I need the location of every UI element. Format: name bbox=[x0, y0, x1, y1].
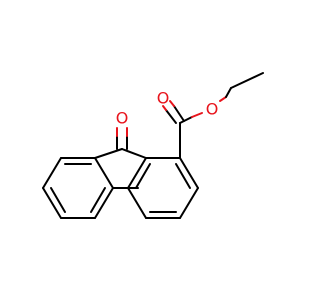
bond bbox=[230, 72, 264, 89]
ketone-group: O bbox=[116, 109, 129, 150]
ester-oxygen-label: O bbox=[206, 100, 219, 119]
carbonyl-oxygen-label: O bbox=[157, 89, 170, 108]
bond bbox=[94, 148, 123, 159]
five-membered-ring bbox=[94, 148, 147, 189]
bond bbox=[127, 187, 147, 219]
left-benzene-ring bbox=[42, 157, 114, 219]
double-bond-inner bbox=[175, 163, 191, 189]
bond bbox=[179, 187, 199, 219]
ketone-oxygen-label: O bbox=[116, 109, 129, 128]
bond bbox=[173, 105, 185, 122]
bond bbox=[179, 157, 199, 189]
bond bbox=[165, 109, 177, 124]
double-bond-inner bbox=[90, 187, 106, 213]
bond bbox=[127, 157, 147, 189]
bond bbox=[121, 148, 147, 159]
bond bbox=[225, 87, 232, 98]
bond bbox=[42, 157, 62, 189]
bond bbox=[219, 96, 227, 102]
bond bbox=[94, 187, 114, 219]
bond bbox=[94, 157, 114, 189]
bond bbox=[42, 187, 62, 219]
double-bond-inner bbox=[50, 187, 66, 213]
bond bbox=[191, 112, 203, 118]
structure-canvas: O O O bbox=[42, 72, 264, 219]
double-bond-inner bbox=[135, 163, 151, 189]
ester-group: O O bbox=[157, 72, 264, 159]
bond bbox=[162, 105, 167, 111]
right-benzene-ring bbox=[127, 157, 199, 219]
bond bbox=[179, 116, 193, 124]
bond bbox=[169, 100, 175, 107]
molecule-structure: O O O bbox=[42, 72, 264, 219]
